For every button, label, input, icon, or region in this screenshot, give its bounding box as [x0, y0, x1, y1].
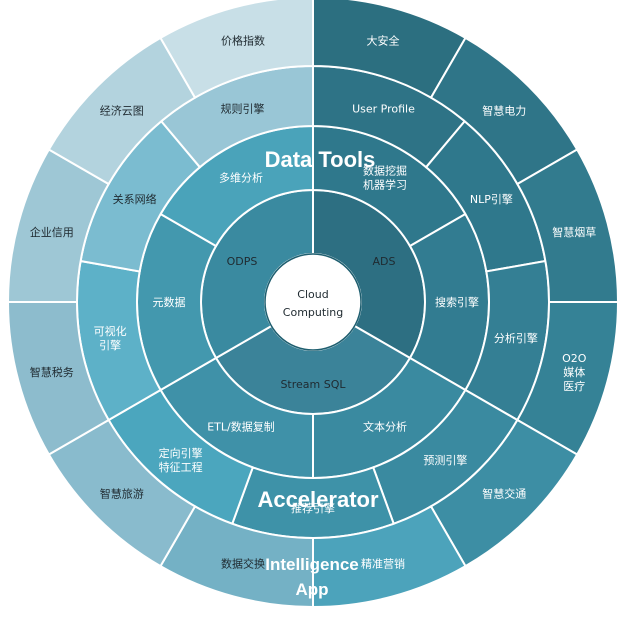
ring-3-segment-3-label-line-1: 分析引擎 — [494, 331, 538, 345]
ring-3-segment-7-label-line-1: 可视化 — [94, 324, 127, 338]
ring-4-segment-11-label-line-1: 经济云图 — [100, 104, 144, 118]
ring-4-segment-4-label-line-3: 医疗 — [563, 379, 585, 393]
ring-1-segment-1-label-line-1: ADS — [373, 255, 396, 268]
ring-3-segment-6-label-line-1: 定向引擎 — [159, 446, 203, 460]
band-title-intelligence-app-line-2: App — [295, 580, 328, 599]
ring-1-segment-3-label-line-1: ODPS — [227, 255, 258, 268]
ring-4-segment-8-label-line-1: 智慧旅游 — [100, 486, 144, 500]
ring-3-segment-6-label-line-2: 特征工程 — [159, 460, 203, 474]
ring-3-segment-7-label-line-2: 引擎 — [99, 338, 121, 352]
ring-sectors — [6, 0, 620, 609]
ring-3-segment-8-label-line-1: 关系网络 — [113, 192, 157, 206]
ring-3-segment-1-label-line-1: User Profile — [352, 102, 415, 115]
ring-4-segment-7-label-line-1: 数据交换 — [221, 556, 265, 570]
ring-2-segment-1-label-line-2: 机器学习 — [363, 177, 407, 191]
ring-3-segment-9-label-line-1: 规则引擎 — [221, 101, 265, 115]
center-label-line-2: Computing — [283, 306, 343, 319]
band-title-accelerator: Accelerator — [257, 487, 379, 512]
ring-4-segment-9-label-line-1: 智慧税务 — [30, 365, 74, 379]
ring-4-segment-3-label-line-1: 智慧烟草 — [552, 225, 596, 239]
ring-2-segment-6-label-line-1: 多维分析 — [219, 170, 263, 184]
ring-2-segment-4-label-line-1: ETL/数据复制 — [207, 420, 275, 434]
outer-ring-outline — [7, 0, 619, 608]
ring-2-segment-5-label-line-1: 元数据 — [153, 295, 186, 309]
ring-1-segment-2-label-line-1: Stream SQL — [280, 378, 346, 391]
ring-4-segment-2-label-line-1: 智慧电力 — [482, 104, 526, 118]
ring-4-segment-12-label-line-1: 价格指数 — [221, 34, 265, 48]
ring-2-segment-2-label-line-1: 搜索引擎 — [435, 295, 479, 309]
band-title-data-tools: Data Tools — [265, 147, 376, 172]
ring-4-segment-1-label-line-1: 大安全 — [367, 34, 400, 48]
center-circle — [264, 253, 362, 351]
ring-2-segment-3-label-line-1: 文本分析 — [363, 420, 407, 434]
center-label-line-1: Cloud — [297, 288, 328, 301]
ring-4-segment-4-label-line-1: O2O — [562, 352, 587, 365]
ring-3-segment-5-label-line-1: 推荐引擎 — [291, 501, 335, 515]
ring-4-segment-4-label-line-2: 媒体 — [563, 365, 585, 379]
ring-4-segment-6-label-line-1: 精准营销 — [361, 556, 405, 570]
ring-2-segment-1-label-line-1: 数据挖掘 — [363, 163, 407, 177]
band-title-intelligence-app-line-1: Intelligence — [265, 555, 359, 574]
ring-3-segment-2-label-line-1: NLP引擎 — [470, 192, 513, 206]
ring-4-segment-10-label-line-1: 企业信用 — [30, 225, 74, 239]
ring-3-segment-4-label-line-1: 预测引擎 — [423, 453, 467, 467]
center-hub: Cloud Computing — [264, 253, 362, 351]
ring-4-segment-5-label-line-1: 智慧交通 — [482, 486, 526, 500]
band-titles: Data Tools Accelerator Intelligence App — [257, 147, 379, 599]
